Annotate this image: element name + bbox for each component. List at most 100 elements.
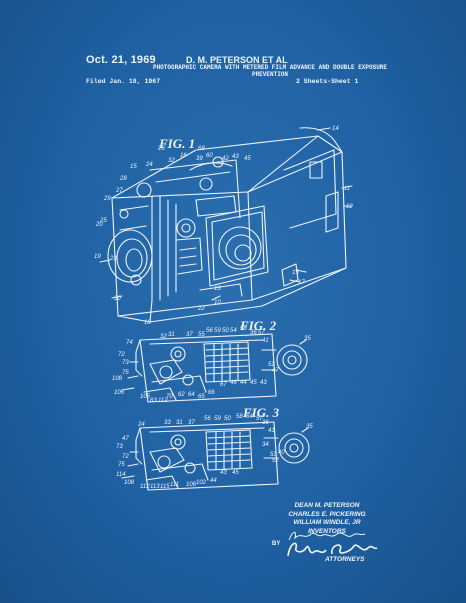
reference-numeral: 74 <box>126 340 133 346</box>
reference-numeral: 58 <box>240 326 247 332</box>
fig-1-camera-drawing <box>99 127 353 323</box>
reference-numeral: 32 <box>168 158 175 164</box>
reference-numeral: 50 <box>224 416 231 422</box>
reference-numeral: 67 <box>220 382 227 388</box>
reference-numeral: 23 <box>109 256 117 262</box>
reference-numeral: 62 <box>178 392 185 398</box>
reference-numeral: 59 <box>214 328 221 334</box>
reference-numeral: 72 <box>122 454 129 460</box>
reference-numeral: 52 <box>272 458 279 464</box>
reference-numeral: 12 <box>346 204 353 210</box>
reference-numeral: 35 <box>304 336 311 342</box>
reference-numeral: 41 <box>262 338 269 344</box>
reference-numeral: 27 <box>115 188 123 194</box>
inventor-short: D. M. PETERSON ET AL <box>186 55 288 65</box>
reference-numeral: 64 <box>188 392 195 398</box>
sheet-count: 2 Sheets-Sheet 1 <box>296 78 359 85</box>
reference-numeral: 33 <box>164 420 171 426</box>
reference-numeral: 45 <box>250 380 257 386</box>
reference-numeral: 63 <box>150 398 157 404</box>
inventors-block: DEAN M. PETERSON CHARLES E. PICKERING WI… <box>272 502 382 536</box>
reference-numeral: 19 <box>94 254 101 260</box>
reference-numeral: 113 <box>150 484 160 490</box>
filed-date: Filed Jan. 18, 1967 <box>86 78 161 85</box>
reference-numeral: 115 <box>160 484 170 490</box>
patent-title: PHOTOGRAPHIC CAMERA WITH METERED FILM AD… <box>152 64 388 78</box>
reference-numeral: 50 <box>222 328 229 334</box>
reference-numeral: 65 <box>198 394 205 400</box>
reference-numeral: 24 <box>145 162 153 168</box>
fig-2-label: FIG. 2 <box>240 318 277 333</box>
reference-numeral: 26 <box>157 146 165 152</box>
reference-numeral: 60 <box>206 153 213 159</box>
reference-numeral: 43 <box>220 470 227 476</box>
attorney-signature-1 <box>288 531 366 541</box>
reference-numeral: 37 <box>186 332 193 338</box>
reference-numeral: 112 <box>140 484 150 490</box>
reference-numeral: 105 <box>140 394 151 400</box>
reference-numeral: 13 <box>214 286 221 292</box>
reference-numeral: 43 <box>232 154 239 160</box>
inventor-name: WILLIAM WINDLE, JR <box>293 519 361 526</box>
reference-numeral: 112 <box>158 398 168 404</box>
reference-numeral: 10 <box>214 300 221 306</box>
reference-numeral: 54 <box>230 328 237 334</box>
reference-numeral: 44 <box>210 478 217 484</box>
reference-numeral: 108 <box>112 376 123 382</box>
reference-numeral: 47 <box>122 436 129 442</box>
attorney-signature-2 <box>287 542 378 557</box>
attorneys-label: ATTORNEYS <box>325 556 365 563</box>
reference-numeral: 11 <box>344 186 350 192</box>
reference-numeral: 44 <box>240 380 247 386</box>
reference-numeral: 72 <box>118 352 125 358</box>
reference-numeral: 57 <box>258 330 265 336</box>
reference-numeral: 56 <box>206 328 213 334</box>
reference-numeral: 40 <box>278 450 285 456</box>
reference-numeral: 36 <box>250 330 257 336</box>
reference-numeral: 37 <box>188 420 195 426</box>
reference-numeral: 106 <box>186 482 197 488</box>
reference-numeral: 39 <box>196 156 203 162</box>
reference-numeral: 73 <box>116 444 123 450</box>
reference-numeral: 53 <box>270 452 277 458</box>
reference-numeral: 28 <box>119 176 127 182</box>
reference-numeral: 36 <box>262 420 269 426</box>
reference-numeral: 45 <box>232 470 239 476</box>
reference-numeral: 43 <box>260 380 267 386</box>
reference-numeral: 75 <box>122 370 129 376</box>
reference-numeral: 29 <box>103 196 111 202</box>
fig-2-section-drawing <box>121 333 308 403</box>
inventor-name: DEAN M. PETERSON <box>294 502 360 509</box>
reference-numeral: 24 <box>137 422 145 428</box>
reference-numeral: 32 <box>160 334 167 340</box>
inventors-label: INVENTORS <box>308 527 346 535</box>
reference-numeral: 68 <box>198 146 205 152</box>
reference-numeral: 15 <box>130 164 137 170</box>
reference-numeral: 30 <box>114 296 121 302</box>
reference-numeral: 54 <box>246 414 253 420</box>
reference-numeral: 42 <box>222 156 229 162</box>
reference-numeral: 31 <box>176 420 183 426</box>
reference-numeral: 55 <box>198 332 205 338</box>
reference-numeral: 73 <box>122 360 129 366</box>
fig-3-section-drawing <box>121 421 310 491</box>
reference-numeral: 47 <box>272 368 279 374</box>
reference-numeral: 46 <box>230 380 237 386</box>
fig-1-label: FIG. 1 <box>159 136 196 151</box>
reference-numeral: 106 <box>114 390 125 396</box>
reference-numeral: 16 <box>180 153 187 159</box>
reference-numeral: 22 <box>197 306 205 312</box>
inventor-name: CHARLES E. PICKERING <box>288 510 366 518</box>
reference-numeral: 25 <box>99 218 107 224</box>
reference-numeral: 111 <box>170 482 179 488</box>
reference-numeral: 17 <box>298 280 305 286</box>
reference-numeral: 35 <box>306 424 313 430</box>
reference-numeral: 52 <box>268 362 275 368</box>
reference-numeral: 108 <box>124 480 135 486</box>
reference-numeral: 57 <box>256 416 263 422</box>
reference-numeral: 114 <box>116 472 126 478</box>
reference-numeral: 75 <box>118 462 125 468</box>
